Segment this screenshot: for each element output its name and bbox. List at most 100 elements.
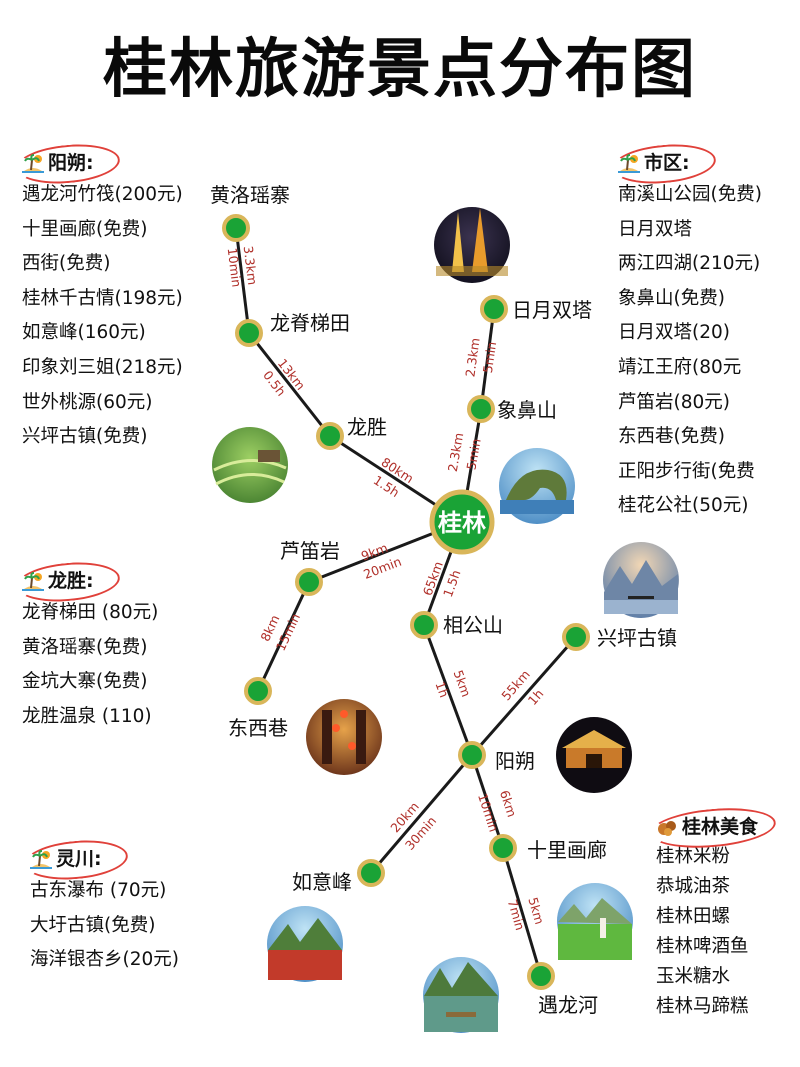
list-item: 黄洛瑶寨(免费) [22, 636, 148, 658]
node-labels: 黄洛瑶寨 龙脊梯田 龙胜 日月双塔 象鼻山 芦笛岩 东西巷 相公山 兴坪古镇 阳… [210, 183, 677, 1017]
label-yangshuo: 阳朔 [495, 749, 535, 773]
yulong-river-photo [423, 957, 499, 1033]
route-lines [234, 227, 578, 977]
list-item: 象鼻山(免费) [618, 287, 725, 309]
distance-label: 10min [225, 247, 245, 288]
route-xianggong-yangshuo [422, 624, 474, 756]
route-longji-longsheng [247, 332, 332, 437]
label-longji: 龙脊梯田 [270, 311, 350, 335]
route-nodes: 桂林 [222, 214, 590, 990]
node-xingping [562, 623, 590, 651]
list-item: 十里画廊(免费) [22, 218, 148, 240]
route-huangluo-longji [234, 227, 251, 334]
list-item: 芦笛岩(80元) [618, 391, 730, 413]
list-item: 日月双塔(20) [618, 322, 730, 344]
xingping-photo [603, 542, 679, 618]
label-xingping: 兴坪古镇 [597, 626, 677, 650]
list-item: 桂花公社(50元) [618, 495, 749, 517]
label-xianggong: 相公山 [443, 613, 503, 637]
label-huangluo: 黄洛瑶寨 [210, 183, 290, 207]
distance-label: 5km [525, 896, 547, 926]
terraces-photo [212, 427, 288, 503]
shili-gallery-photo [557, 883, 633, 960]
longsheng-header: 龙胜: [48, 570, 94, 592]
label-ludi: 芦笛岩 [280, 539, 340, 563]
route-shili-yulong [501, 847, 543, 977]
shiqu-panel: 市区: 南溪山公园(免费) 日月双塔 两江四湖(210元) 象鼻山(免费) 日月… [610, 140, 762, 524]
distance-label: 5km [450, 668, 473, 699]
list-item: 如意峰(160元) [22, 322, 146, 344]
yangshuo-gate-photo [556, 717, 632, 793]
island-icon [22, 572, 44, 591]
distance-label: 10min [475, 792, 501, 834]
node-xiangbi [467, 395, 495, 423]
node-ruyi [357, 859, 385, 887]
node-longji [235, 319, 263, 347]
node-shili [489, 834, 517, 862]
food-panel: 桂林美食 桂林米粉 恭城油茶 桂林田螺 桂林啤酒鱼 玉米糖水 桂林马蹄糕 [648, 803, 778, 1022]
list-item: 玉米糖水 [656, 966, 731, 987]
distance-label: 1h [432, 679, 452, 699]
label-riyue: 日月双塔 [512, 298, 592, 322]
distance-label: 3.3km [241, 245, 261, 286]
list-item: 桂林米粉 [656, 846, 731, 867]
list-item: 日月双塔 [618, 218, 693, 240]
list-item: 大圩古镇(免费) [30, 914, 156, 936]
label-xiangbi: 象鼻山 [497, 398, 557, 422]
list-item: 桂林千古情(198元) [22, 287, 183, 309]
distance-label: 5min [480, 341, 499, 374]
distance-label: 7min [505, 898, 528, 932]
node-huangluo [222, 214, 250, 242]
route-xingping-yangshuo [470, 636, 578, 756]
route-yangshuo-shili [470, 754, 505, 849]
node-yangshuo [458, 741, 486, 769]
list-item: 金坑大寨(免费) [22, 671, 148, 693]
label-dongxi: 东西巷 [228, 716, 288, 740]
list-item: 恭城油茶 [656, 876, 731, 897]
label-yulong: 遇龙河 [538, 993, 598, 1017]
food-header: 桂林美食 [682, 816, 759, 838]
list-item: 桂林田螺 [656, 906, 731, 927]
node-guilin-hub [429, 489, 495, 555]
longsheng-panel: 龙胜: 龙脊梯田 (80元) 黄洛瑶寨(免费) 金坑大寨(免费) 龙胜温泉 (1… [14, 558, 159, 734]
list-item: 两江四湖(210元) [618, 253, 761, 275]
label-ruyi: 如意峰 [292, 870, 352, 894]
list-item: 正阳步行街(免费 [618, 460, 755, 482]
list-item: 西街(免费) [22, 253, 111, 275]
twin-pagoda-photo [434, 207, 510, 283]
route-yangshuo-ruyi [369, 754, 474, 874]
label-longsheng: 龙胜 [347, 415, 387, 439]
list-item: 南溪山公园(免费) [618, 184, 762, 205]
route-ludi-dongxi [256, 581, 311, 692]
label-shili: 十里画廊 [527, 838, 607, 862]
node-riyue [480, 295, 508, 323]
page-title: 桂林旅游景点分布图 [103, 33, 697, 107]
route-riyue-xiangbi [479, 308, 496, 410]
yangshuo-header: 阳朔: [48, 152, 94, 174]
distance-label: 6km [497, 788, 520, 819]
island-icon [618, 154, 640, 173]
ruyi-peak-photo [267, 906, 343, 982]
list-item: 龙脊梯田 (80元) [22, 602, 159, 623]
food-icon [658, 821, 676, 836]
list-item: 遇龙河竹筏(200元) [22, 184, 183, 205]
yangshuo-panel: 阳朔: 遇龙河竹筏(200元) 十里画廊(免费) 西街(免费) 桂林千古情(19… [14, 140, 183, 455]
lingchuan-panel: 灵川: 古东瀑布 (70元) 大圩古镇(免费) 海洋银杏乡(20元) [22, 836, 179, 978]
island-icon [22, 154, 44, 173]
distance-label: 2.3km [462, 337, 482, 378]
list-item: 龙胜温泉 (110) [22, 705, 152, 727]
list-item: 桂林马蹄糕 [656, 996, 749, 1017]
lingchuan-header: 灵川: [56, 848, 102, 870]
list-item: 世外桃源(60元) [22, 391, 153, 413]
shiqu-header: 市区: [644, 152, 690, 174]
elephant-trunk-hill-photo [499, 448, 575, 524]
hub-label: 桂林 [438, 509, 486, 537]
list-item: 兴坪古镇(免费) [22, 426, 148, 448]
node-dongxi [244, 677, 272, 705]
node-longsheng [316, 422, 344, 450]
list-item: 桂林啤酒鱼 [656, 936, 749, 957]
list-item: 印象刘三姐(218元) [22, 356, 183, 378]
photo-thumbnails [212, 207, 679, 1033]
island-icon [30, 850, 52, 869]
